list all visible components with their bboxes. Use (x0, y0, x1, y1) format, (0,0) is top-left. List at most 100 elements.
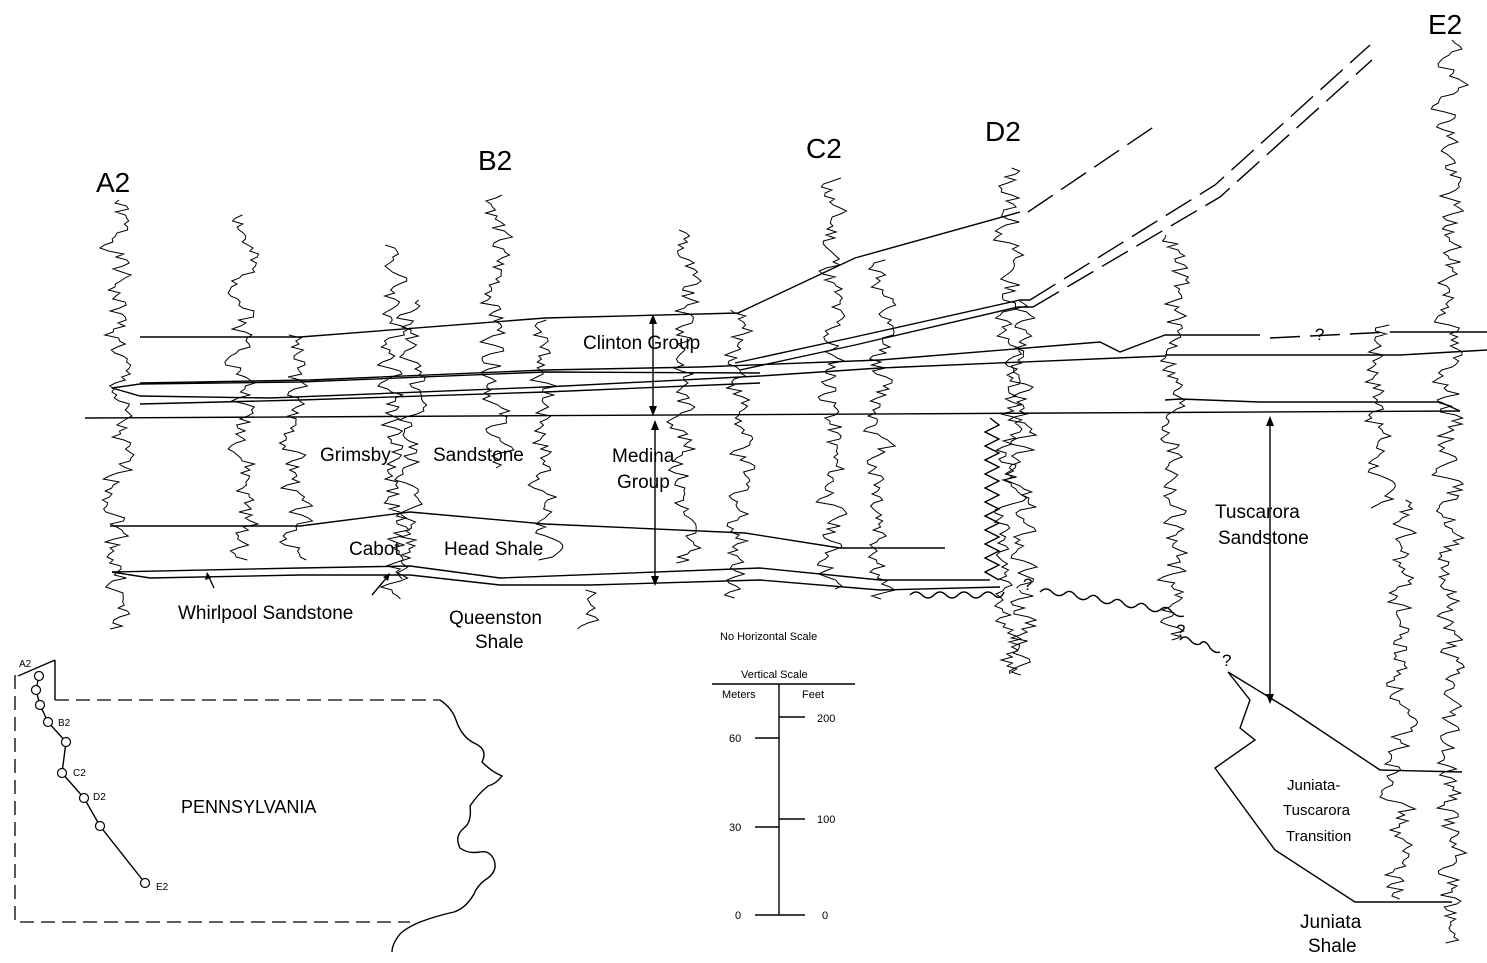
double-dashed-lower (1032, 59, 1373, 308)
map-label-c2: C2 (73, 768, 86, 779)
whirlpool-base (111, 571, 1001, 591)
e2-upper-band (1165, 349, 1487, 356)
well-log-trace (1363, 324, 1396, 509)
lens-upper (111, 371, 761, 389)
well-label-a2: A2 (96, 167, 130, 198)
well-log-trace (98, 199, 135, 630)
map-label-d2: D2 (93, 792, 106, 803)
label-jt-2: Tuscarora (1283, 802, 1351, 819)
map-label-e2: E2 (156, 882, 169, 893)
arrowhead (205, 572, 211, 580)
facies-zigzag (983, 417, 1001, 581)
arrowhead (383, 573, 390, 581)
well-log-trace (1009, 589, 1038, 675)
label-whirlpool: Whirlpool Sandstone (178, 603, 353, 624)
arrowhead (651, 576, 659, 586)
clinton-internal-upper (734, 299, 1030, 364)
arrowhead (1266, 416, 1274, 426)
well-log-trace (278, 334, 314, 561)
well-log-trace (1156, 234, 1191, 641)
map-well-point (42, 716, 54, 728)
whirlpool-pointer (371, 575, 389, 596)
well-log-trace (376, 244, 410, 600)
erie-border (17, 659, 56, 677)
jt-transition-top (1227, 671, 1463, 773)
well-logs (98, 39, 1470, 944)
label-medina-2: Group (617, 472, 670, 493)
label-tuscarora-1: Tuscarora (1215, 502, 1300, 523)
meter-tick-label: 0 (735, 910, 741, 922)
meter-tick-label: 60 (729, 733, 741, 745)
unconformity-wavy (909, 588, 1221, 654)
clinton-top-line (140, 211, 1021, 338)
well-log-trace (862, 259, 897, 600)
well-label-d2: D2 (985, 116, 1021, 147)
label-queenston-2: Shale (475, 632, 524, 653)
well-log-trace (992, 167, 1028, 676)
double-dashed-upper (1029, 44, 1371, 301)
vertical-scale-title: Vertical Scale (741, 669, 808, 681)
feet-tick-label: 200 (817, 713, 835, 725)
lens-lower (111, 355, 1166, 399)
meters-label: Meters (722, 689, 756, 701)
delaware-river-border (391, 699, 504, 953)
label-head-shale: Head Shale (444, 539, 543, 560)
clinton-marker-line (139, 334, 1260, 384)
label-medina-1: Medina (612, 446, 675, 467)
map-well-point (30, 684, 42, 696)
clinton-top-dashed (1027, 125, 1156, 213)
label-queenston-1: Queenston (449, 608, 542, 629)
map-well-point (94, 820, 106, 832)
well-log-trace (577, 589, 600, 630)
map-well-point (78, 792, 90, 804)
whirlpool-top (111, 565, 990, 581)
well-log-trace (478, 194, 515, 469)
scale-block: No Horizontal Scale Vertical Scale Meter… (712, 631, 855, 922)
map-well-point (56, 767, 68, 779)
correlation-lines (84, 44, 1487, 903)
well-log-trace (1430, 39, 1470, 944)
feet-tick-label: 0 (822, 910, 828, 922)
well-label-c2: C2 (806, 133, 842, 164)
label-clinton-group: Clinton Group (583, 333, 700, 354)
label-sandstone: Sandstone (433, 445, 524, 466)
clinton-internal-lower (739, 306, 1033, 371)
label-jt-3: Transition (1286, 828, 1351, 845)
uncertain-mark: ? (1023, 575, 1032, 594)
label-cabot: Cabot (349, 539, 400, 560)
map-well-point (60, 736, 72, 748)
well-log-trace (527, 319, 564, 561)
label-jt-1: Juniata- (1287, 777, 1340, 794)
well-log-trace (393, 299, 428, 580)
label-tuscarora-2: Sandstone (1218, 528, 1309, 549)
well-label-b2: B2 (478, 145, 512, 176)
arrowhead (1266, 694, 1274, 704)
tuscarora-top-lens (1164, 398, 1461, 412)
marker-dashed-east (1269, 331, 1391, 339)
well-label-e2: E2 (1428, 9, 1462, 40)
meter-tick-label: 30 (729, 822, 741, 834)
uncertain-mark: ? (1222, 651, 1231, 670)
well-log-trace (224, 214, 260, 561)
label-grimsby: Grimsby (320, 445, 391, 466)
cabot-head-top (110, 511, 945, 549)
map-label-b2: B2 (58, 718, 71, 729)
horizontal-scale-note: No Horizontal Scale (720, 631, 817, 643)
well-log-trace (1003, 299, 1039, 589)
feet-tick-label: 100 (817, 814, 835, 826)
arrowhead (649, 314, 657, 324)
state-label: PENNSYLVANIA (181, 797, 316, 817)
well-log-trace (723, 309, 756, 599)
cross-section-trace (35, 675, 146, 884)
label-juniata-2: Shale (1308, 936, 1357, 957)
medina-top-datum (84, 410, 1461, 419)
feet-label: Feet (802, 689, 824, 701)
map-well-point (139, 877, 151, 889)
well-log-trace (1379, 499, 1419, 900)
uncertain-mark: ? (1315, 325, 1324, 344)
label-juniata-1: Juniata (1300, 912, 1362, 933)
arrowhead (651, 420, 659, 430)
pennsylvania-outline (14, 675, 410, 923)
